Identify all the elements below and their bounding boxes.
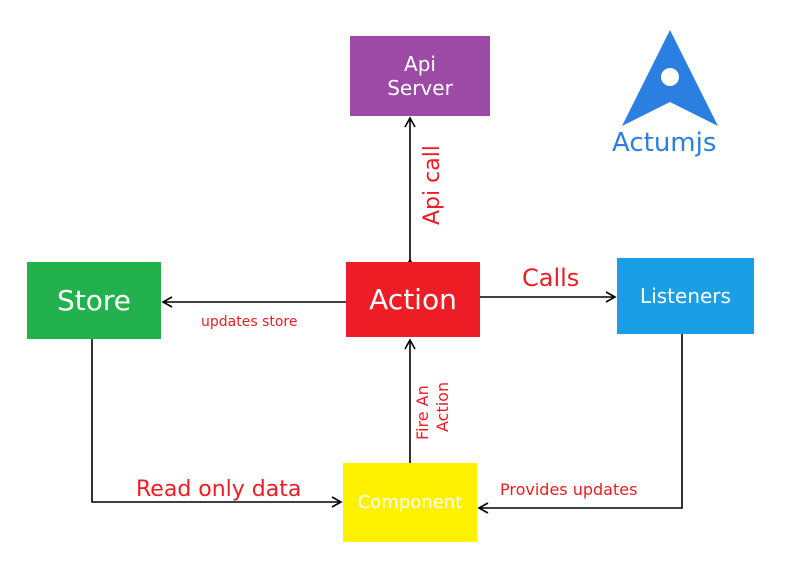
api-server-line2: Server [387,76,453,100]
logo-text: Actumjs [612,128,717,158]
fire-an-action-label-line1: Fire An [413,385,432,440]
component-box: Component [343,463,477,542]
listeners-box: Listeners [617,258,754,334]
provides-updates-label: Provides updates [500,480,638,499]
store-component-arrow [91,339,343,508]
store-box: Store [27,262,161,339]
updates-store-label: updates store [201,314,298,330]
action-box: Action [346,262,480,337]
api-call-label: Api call [420,145,445,225]
api-server-line1: Api [404,52,436,76]
listeners-component-arrow [477,334,683,514]
a-shaped-arrow-logo-icon [622,30,718,126]
api-server-box: Api Server [350,36,490,116]
fire-an-action-label-line2: Action [433,381,452,432]
read-only-data-label: Read only data [136,477,302,502]
calls-label: Calls [522,264,580,292]
